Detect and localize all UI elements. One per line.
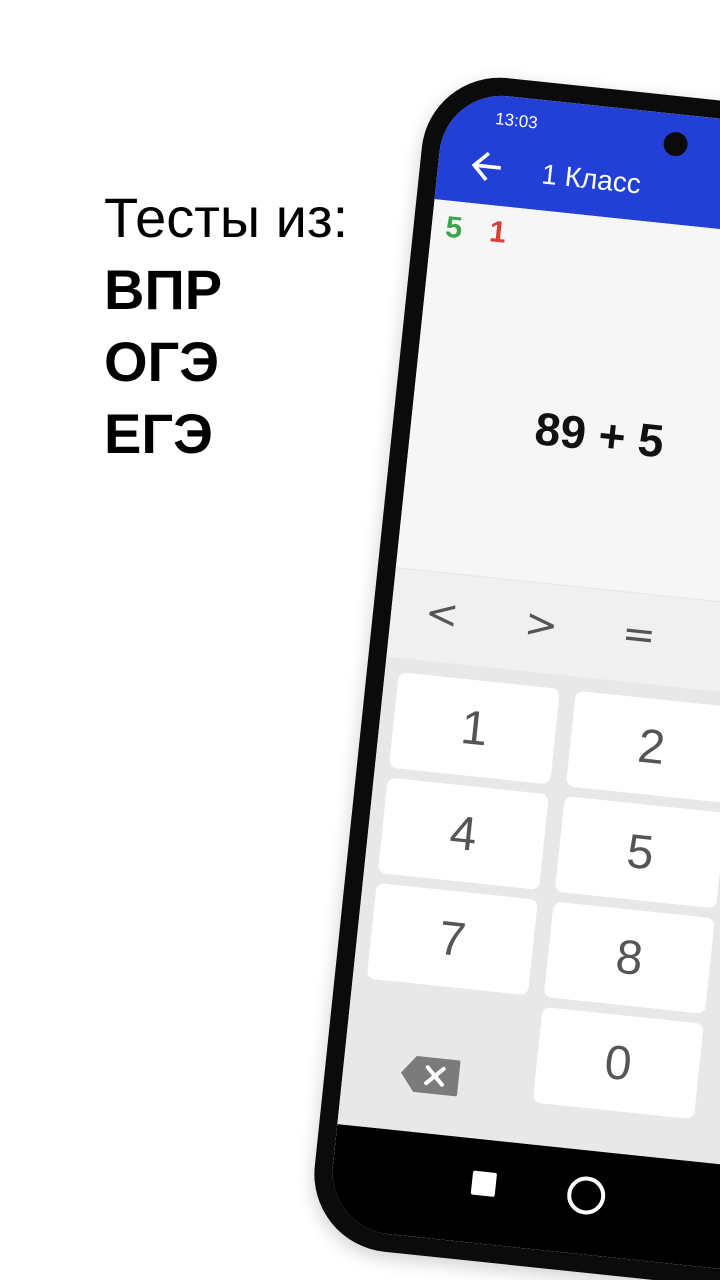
promo-line-oge: ОГЭ [104,330,220,393]
app-bar: 13:03 1 Класс [434,89,720,254]
phone-frame: 13:03 1 Класс 5 1 89 + 5 < > = 1 2 4 5 [306,70,720,1280]
key-8[interactable]: 8 [543,901,715,1014]
equals-button[interactable]: = [619,610,658,660]
key-4[interactable]: 4 [377,777,549,890]
back-arrow-icon[interactable] [462,142,510,190]
promo-title: Тесты из: [104,186,349,249]
key-2[interactable]: 2 [565,690,720,804]
backspace-icon[interactable] [397,1052,463,1098]
less-than-button[interactable]: < [422,589,462,639]
key-5[interactable]: 5 [554,796,720,909]
promo-line-ege: ЕГЭ [104,402,213,465]
toolbar-title: 1 Класс [540,158,643,200]
correct-count: 5 [443,210,464,246]
promo-text: Тесты из: ВПР ОГЭ ЕГЭ [104,182,404,470]
recent-apps-icon[interactable] [470,1170,498,1197]
camera-hole [662,130,689,158]
number-keypad: 1 2 4 5 7 8 0 [337,656,720,1179]
promo-line-vpr: ВПР [104,258,223,321]
greater-than-button[interactable]: > [522,600,561,650]
phone-screen: 13:03 1 Класс 5 1 89 + 5 < > = 1 2 4 5 [326,89,720,1280]
key-0[interactable]: 0 [532,1006,704,1120]
home-icon[interactable] [565,1174,608,1217]
key-1[interactable]: 1 [388,672,561,785]
status-time: 13:03 [494,109,539,133]
key-7[interactable]: 7 [366,882,538,996]
wrong-count: 1 [487,215,508,250]
